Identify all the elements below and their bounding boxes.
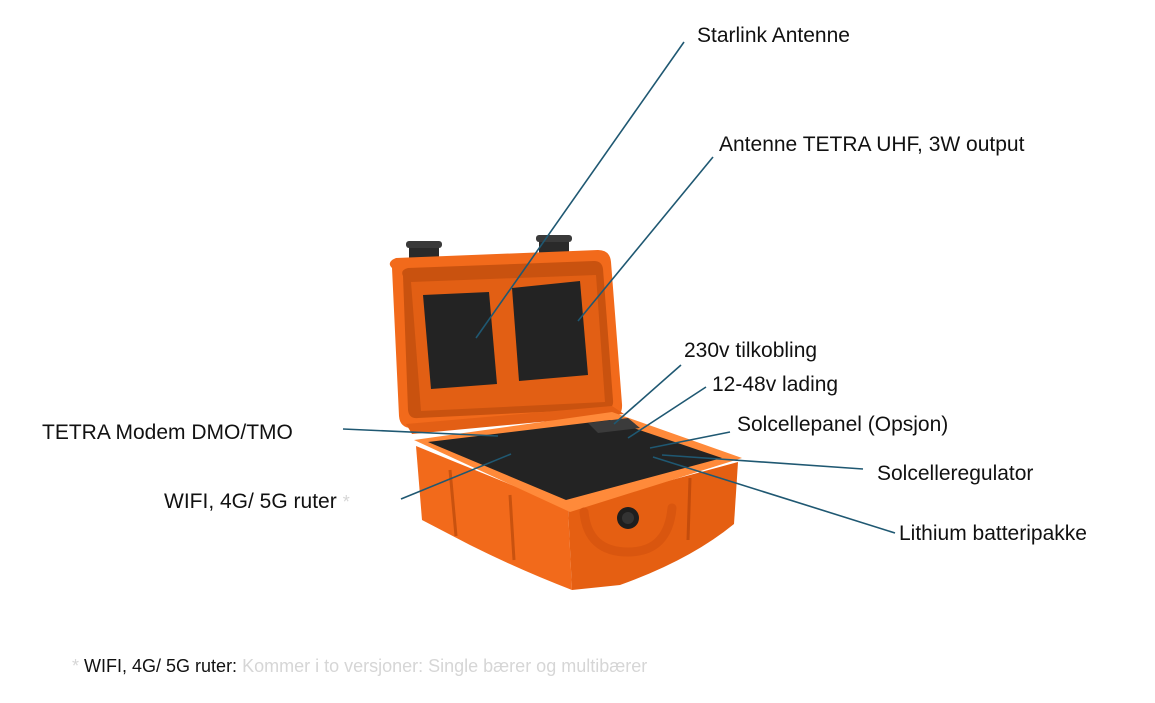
leader-charging [627, 386, 707, 439]
label-solar-regulator: Solcelleregulator [877, 462, 1034, 485]
label-tetra-antenna: Antenne TETRA UHF, 3W output [719, 133, 1025, 156]
starlink-antenna-block [423, 292, 497, 389]
label-router: WIFI, 4G/ 5G ruter* [164, 491, 350, 512]
label-solar-panel: Solcellepanel (Opsjon) [737, 413, 949, 436]
leader-lines [342, 41, 896, 534]
footnote: * WIFI, 4G/ 5G ruter: Kommer i to versjo… [72, 657, 647, 675]
case-illustration [389, 235, 742, 590]
footnote-term: WIFI, 4G/ 5G ruter: [84, 656, 238, 676]
leader-tetra-antenna [577, 156, 714, 322]
label-battery: Lithium batteripakke [899, 522, 1087, 545]
leader-router [400, 453, 512, 500]
case-base [414, 412, 742, 590]
leader-solar-regulator [661, 454, 864, 470]
label-router-text: WIFI, 4G/ 5G ruter [164, 490, 337, 513]
base-foam [428, 420, 722, 500]
tetra-antenna-block [512, 281, 588, 381]
leader-starlink [475, 41, 685, 339]
label-router-marker: * [342, 492, 350, 512]
case-lid [389, 250, 623, 429]
label-starlink-antenna: Starlink Antenne [697, 24, 850, 47]
label-230v-connection: 230v tilkobling [684, 339, 818, 362]
label-tetra-modem: TETRA Modem DMO/TMO [42, 421, 293, 444]
label-charging: 12-48v lading [712, 373, 839, 396]
footnote-marker: * [72, 656, 80, 676]
leader-battery [652, 456, 896, 534]
case-handle [579, 503, 677, 557]
footnote-text: Kommer i to versjoner: Single bærer og m… [242, 656, 648, 676]
leader-solar-panel [649, 431, 731, 449]
leader-tetra-modem [342, 428, 499, 437]
leader-230v [613, 364, 682, 425]
